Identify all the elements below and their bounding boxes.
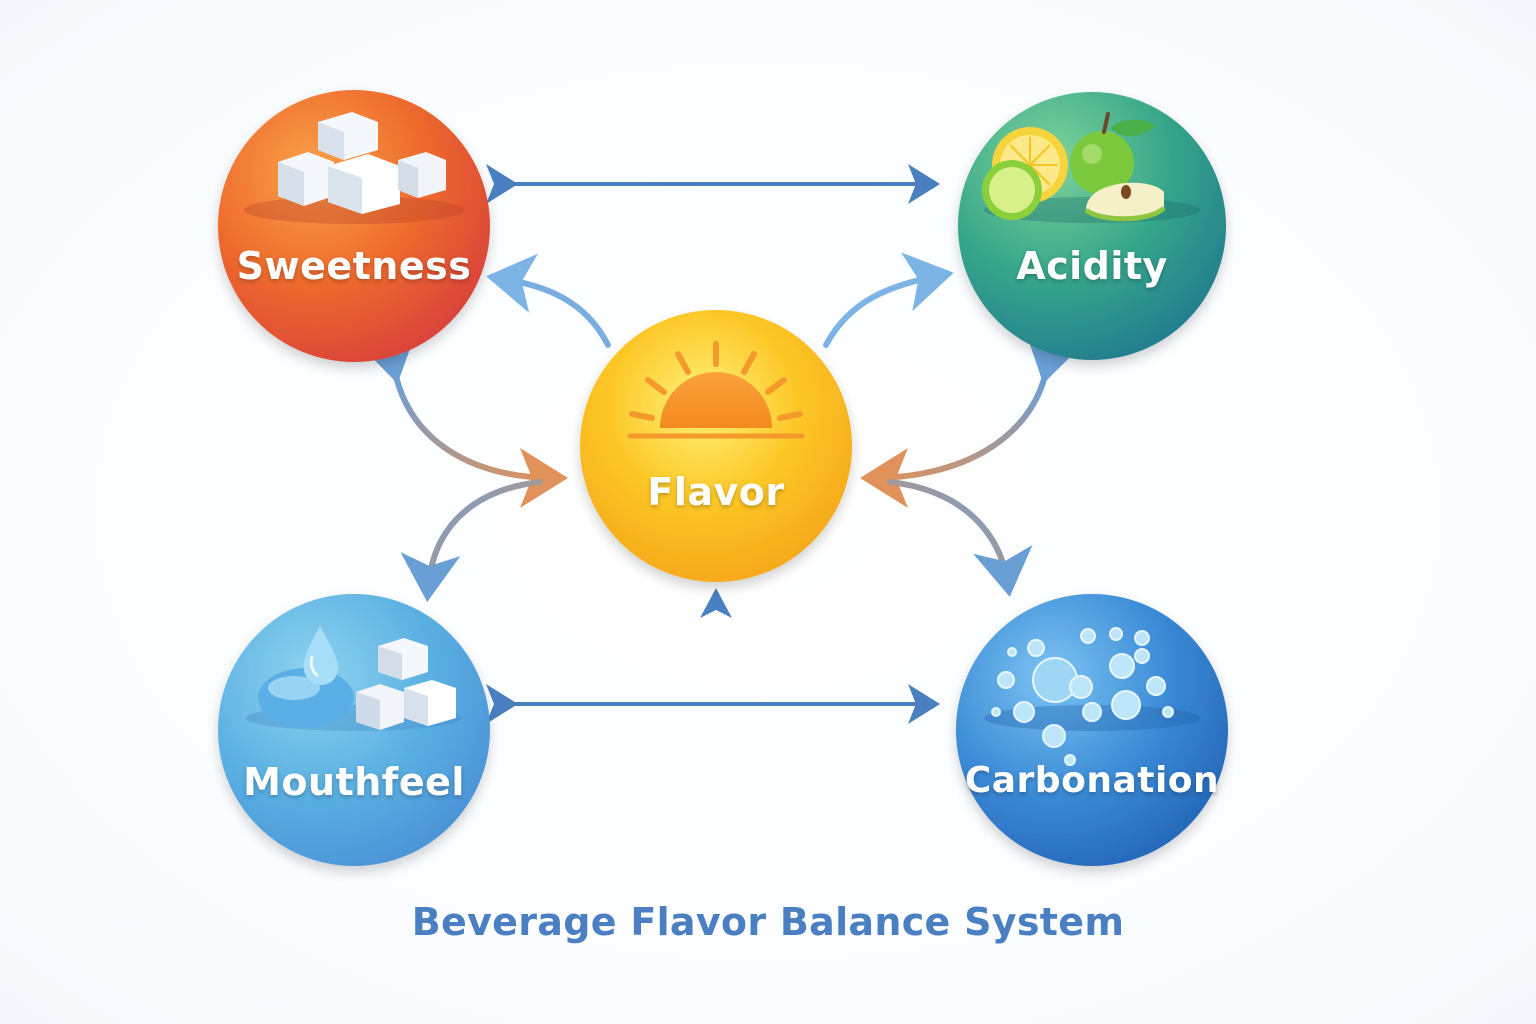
arrow-acidity-flavor [872, 372, 1046, 478]
label-carbonation: Carbonation [942, 760, 1242, 801]
label-acidity: Acidity [942, 244, 1242, 288]
arrow-flavor-carbonation [890, 482, 1008, 585]
label-mouthfeel: Mouthfeel [204, 760, 504, 804]
arrow-flavor-mouthfeel [428, 482, 540, 590]
node-mouthfeel [218, 594, 490, 866]
node-flavor [580, 310, 852, 582]
node-sweetness [218, 90, 490, 362]
label-flavor: Flavor [566, 470, 866, 514]
label-sweetness: Sweetness [204, 244, 504, 288]
node-acidity [958, 92, 1226, 360]
arrow-sweetness-flavor [395, 372, 556, 478]
arrow-flavor-sweetness [498, 278, 608, 345]
diagram-caption: Beverage Flavor Balance System [0, 900, 1536, 944]
node-carbonation [956, 594, 1228, 866]
arrow-flavor-acidity [826, 275, 942, 345]
